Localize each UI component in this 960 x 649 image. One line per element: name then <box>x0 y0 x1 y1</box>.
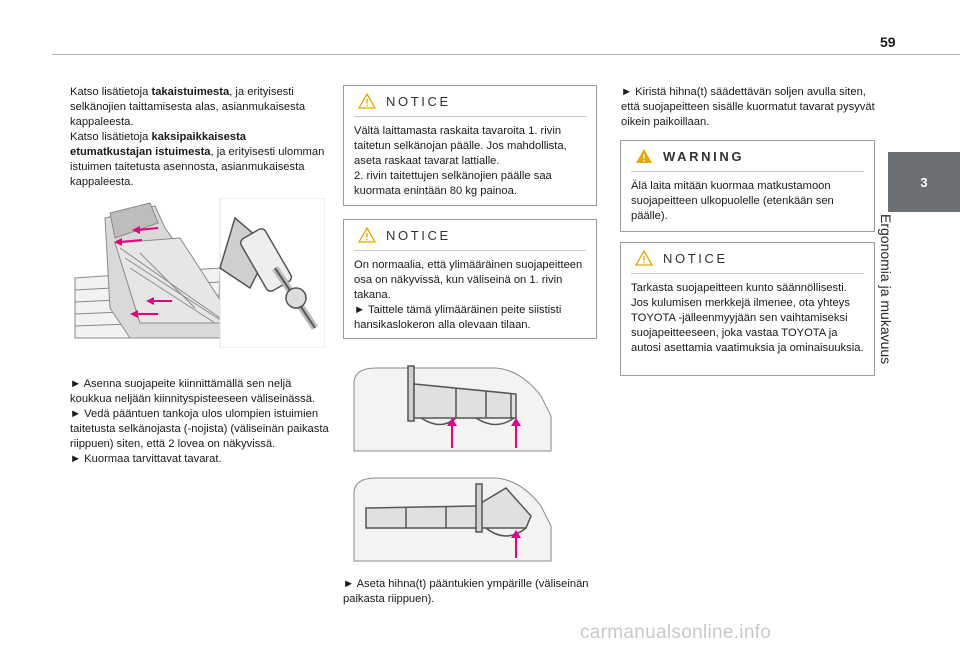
step-headrest-strap: ► Aseta hihna(t) pääntukien ympärille (v… <box>343 577 603 607</box>
notice-box-3: NOTICE Tarkasta suojapeitteen kunto sään… <box>620 242 875 376</box>
warning-text: Älä laita mitään kuormaa matkustamoon su… <box>631 180 834 222</box>
van-illustration-top <box>353 365 552 452</box>
chapter-title: Ergonomia ja mukavuus <box>878 214 918 394</box>
link-takaistuin: takaistuimesta <box>151 86 230 98</box>
cover-attachment-illustration <box>70 198 325 348</box>
notice-1-line-2: 2. rivin taitettujen selkänojien päälle … <box>354 170 552 197</box>
notice-header: NOTICE <box>344 86 596 116</box>
step-tighten-strap: ► Kiristä hihna(t) säädettävän soljen av… <box>621 85 881 130</box>
step-load-items: ► Kuormaa tarvittavat tavarat. <box>70 453 222 465</box>
notice-box-2: NOTICE On normaalia, että ylimääräinen s… <box>343 219 597 339</box>
notice-2-line-2: ► Taittele tämä ylimääräinen peite siist… <box>354 304 562 331</box>
intro-text: Katso lisätietoja takaistuimesta, ja eri… <box>70 85 330 190</box>
page-number: 59 <box>880 34 896 50</box>
header-rule <box>52 54 960 55</box>
warning-triangle-icon <box>636 149 652 163</box>
warning-heading: WARNING <box>663 148 745 164</box>
step-list-1: ► Asenna suojapeite kiinnittämällä sen n… <box>70 377 330 467</box>
chapter-number: 3 <box>920 174 928 190</box>
chapter-title-text: Ergonomia ja mukavuus <box>878 214 894 365</box>
step-place-straps: ► Aseta hihna(t) pääntukien ympärille (v… <box>343 578 589 605</box>
warning-header: WARNING <box>621 141 874 171</box>
notice-3-text: Tarkasta suojapeitteen kunto säännöllise… <box>631 282 864 354</box>
notice-heading: NOTICE <box>386 93 451 109</box>
notice-header: NOTICE <box>344 220 596 250</box>
step-tighten-text: ► Kiristä hihna(t) säädettävän soljen av… <box>621 86 875 128</box>
warning-box: WARNING Älä laita mitään kuormaa matkust… <box>620 140 875 232</box>
notice-header: NOTICE <box>621 243 874 273</box>
step-attach-hooks: ► Asenna suojapeite kiinnittämällä sen n… <box>70 378 316 405</box>
intro-paragraph-2: Katso lisätietoja kaksipaikkaisesta etum… <box>70 131 325 188</box>
step-pull-headrest: ► Vedä pääntuen tankoja ulos ulompien is… <box>70 408 329 450</box>
link-kaksipaikkainen: kaksipaikkaisesta etumatkustajan istuime… <box>70 131 247 158</box>
notice-box-1: NOTICE Vältä laittamasta raskaita tavaro… <box>343 85 597 206</box>
notice-heading: NOTICE <box>663 250 728 266</box>
chapter-tab[interactable]: 3 <box>888 152 960 212</box>
notice-2-line-1: On normaalia, että ylimääräinen suojapei… <box>354 259 583 301</box>
warning-triangle-icon <box>358 93 376 109</box>
notice-heading: NOTICE <box>386 227 451 243</box>
warning-triangle-icon <box>358 227 376 243</box>
intro-paragraph-1: Katso lisätietoja takaistuimesta, ja eri… <box>70 86 306 128</box>
van-illustration-bottom <box>353 477 552 562</box>
warning-triangle-icon <box>635 250 653 266</box>
notice-1-line-1: Vältä laittamasta raskaita tavaroita 1. … <box>354 125 567 167</box>
watermark[interactable]: carmanualsonline.info <box>580 622 772 643</box>
